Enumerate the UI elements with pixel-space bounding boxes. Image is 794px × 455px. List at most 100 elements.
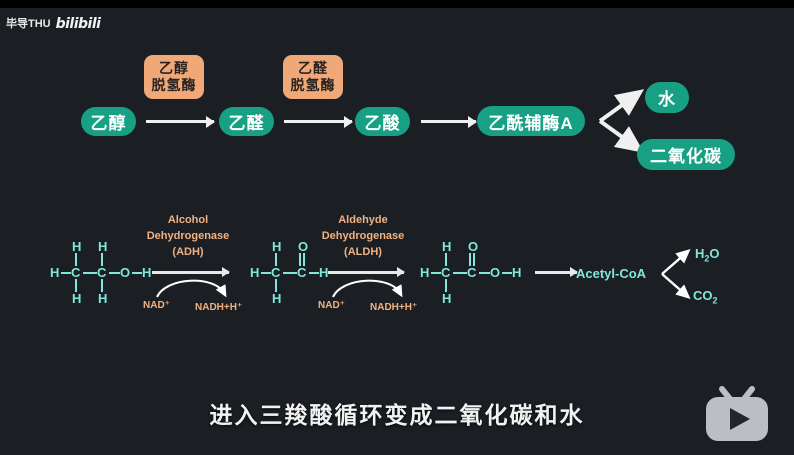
- ethanol-bond-c2-o: [109, 272, 120, 274]
- acetaldehyde-atom-h-bot: H: [272, 291, 282, 306]
- enzyme-adh-label-line1: Alcohol: [167, 214, 209, 226]
- enzyme-aldh-label-line2: Dehydrogenase: [321, 229, 405, 242]
- product-co2-formula: CO: [693, 288, 713, 303]
- acetic-atom-o: O: [490, 265, 501, 280]
- molecule-ethanol: H H H C C O H H H: [50, 239, 156, 306]
- node-carbon-dioxide: 二氧化碳: [637, 139, 735, 170]
- acetic-bond-c1-hbot: [445, 279, 447, 292]
- ethanol-bond-c1-htop: [75, 253, 77, 266]
- acetic-bond-o-h: [502, 272, 512, 274]
- acetaldehyde-bond-c2-o-b: [303, 253, 305, 266]
- acetic-atom-c1: C: [441, 265, 451, 280]
- acetaldehyde-bond-c1-hbot: [275, 279, 277, 292]
- ethanol-atom-h-top-2: H: [98, 239, 108, 254]
- acetaldehyde-atom-c2: C: [297, 265, 307, 280]
- acetic-bond-c2-otop-b: [473, 253, 475, 266]
- product-water: H2O: [695, 246, 720, 264]
- node-acetyl-coa-label: 乙酰辅酶A: [488, 113, 574, 133]
- ethanol-bond-c2-hbot: [101, 279, 103, 292]
- acetic-bond-c1-htop: [445, 253, 447, 266]
- acetic-atom-o-top: O: [468, 239, 479, 254]
- cofactor-curve-aldh: [332, 279, 403, 298]
- node-ethanol-label: 乙醇: [90, 114, 127, 133]
- molecule-acetic-acid: H O H C C O H H: [420, 239, 526, 306]
- acetaldehyde-bond-c1-c2: [283, 272, 297, 274]
- node-acetic-acid: 乙酸: [355, 107, 410, 136]
- enzyme-aldh-box: 乙醛 脱氢酶: [283, 55, 343, 99]
- rxn-arrow-to-acetylcoa: [535, 271, 577, 274]
- acetic-bond-c1-c2: [453, 272, 467, 274]
- arrow-acetic-to-acetylcoa: [421, 120, 476, 123]
- product-carbon-dioxide: CO2: [693, 288, 718, 306]
- acetaldehyde-atom-h-left: H: [250, 265, 260, 280]
- acetic-atom-c2: C: [467, 265, 477, 280]
- acetaldehyde-atom-h-right: H: [319, 265, 329, 280]
- acetic-bond-c2-otop-a: [469, 253, 471, 266]
- ethanol-atom-h-bot-1: H: [72, 291, 82, 306]
- slide-canvas: 毕导THU bilibili 乙醇 乙醇 脱氢酶 乙醛 乙醛 脱氢酶 乙酸 乙酰…: [0, 8, 794, 455]
- product-co2-sub: 2: [712, 295, 718, 306]
- acetaldehyde-atom-o: O: [298, 239, 309, 254]
- node-acetic-acid-label: 乙酸: [364, 114, 401, 133]
- label-acetyl-coa: Acetyl-CoA: [576, 266, 647, 281]
- ethanol-atom-h-bot-2: H: [98, 291, 108, 306]
- letterbox-top: [0, 0, 794, 8]
- node-water-label: 水: [658, 90, 676, 109]
- branch-arrows-bottom: [661, 249, 691, 299]
- cofactor-nad-aldh: NAD⁺: [318, 300, 345, 311]
- watermark: 毕导THU bilibili: [6, 16, 101, 32]
- cofactor-nad-adh: NAD⁺: [143, 300, 170, 311]
- ethanol-atom-h-top-1: H: [72, 239, 82, 254]
- enzyme-aldh-line1: 乙醛: [298, 59, 328, 76]
- product-water-formula: H: [695, 246, 705, 261]
- ethanol-atom-c1: C: [71, 265, 81, 280]
- node-acetaldehyde: 乙醛: [219, 107, 274, 136]
- rxn-arrow-aldh: [328, 271, 404, 274]
- ethanol-atom-h-left: H: [50, 265, 60, 280]
- enzyme-aldh-line2: 脱氢酶: [290, 77, 336, 93]
- enzyme-adh-line2: 脱氢酶: [151, 77, 197, 93]
- cofactor-curve-adh: [156, 279, 227, 298]
- node-ethanol: 乙醇: [81, 107, 136, 136]
- enzyme-adh-label-line2: Dehydrogenase: [146, 229, 230, 242]
- product-water-tail: O: [709, 246, 720, 261]
- acetic-atom-h-top: H: [442, 239, 452, 254]
- arrow-ethanol-to-acetaldehyde: [146, 120, 214, 123]
- node-water: 水: [645, 82, 689, 113]
- acetic-atom-h-bot: H: [442, 291, 452, 306]
- rxn-arrow-adh: [152, 271, 229, 274]
- enzyme-adh-line1: 乙醇: [159, 59, 189, 76]
- acetic-atom-h-left: H: [420, 265, 430, 280]
- acetic-atom-h-right: H: [512, 265, 522, 280]
- product-water-sub: 2: [704, 253, 710, 264]
- acetic-bond-hl-c1: [431, 272, 441, 274]
- branch-arrows-top: [598, 89, 645, 153]
- molecule-acetaldehyde: H O H C C H H: [250, 239, 336, 306]
- ethanol-bond-c1-c2: [83, 272, 97, 274]
- enzyme-aldh-label: Aldehyde Dehydrogenase (ALDH): [308, 213, 418, 261]
- acetaldehyde-bond-hl-c1: [261, 272, 271, 274]
- acetic-bond-c2-o: [479, 272, 490, 274]
- watermark-uploader: 毕导THU: [6, 17, 51, 30]
- arrow-acetaldehyde-to-acetic: [284, 120, 352, 123]
- enzyme-adh-label: Alcohol Dehydrogenase (ADH): [133, 213, 243, 261]
- subtitle-caption: 进入三羧酸循环变成二氧化碳和水: [209, 402, 585, 428]
- acetaldehyde-atom-c1: C: [271, 265, 281, 280]
- ethanol-bond-hl-c1: [61, 272, 71, 274]
- ethanol-atom-c2: C: [97, 265, 107, 280]
- ethanol-atom-o: O: [120, 265, 131, 280]
- ethanol-atom-h-right: H: [142, 265, 152, 280]
- enzyme-adh-box: 乙醇 脱氢酶: [144, 55, 204, 99]
- enzyme-aldh-label-line1: Aldehyde: [338, 214, 388, 226]
- enzyme-aldh-label-line3: (ALDH): [344, 245, 382, 258]
- cofactor-nadh-aldh: NADH+H⁺: [370, 302, 418, 313]
- node-carbon-dioxide-label: 二氧化碳: [650, 147, 722, 166]
- enzyme-adh-label-line3: (ADH): [172, 245, 204, 258]
- node-acetyl-coa: 乙酰辅酶A: [477, 106, 585, 136]
- ethanol-bond-c1-hbot: [75, 279, 77, 292]
- bilibili-logo: bilibili: [55, 16, 101, 32]
- ethanol-bond-c2-htop: [101, 253, 103, 266]
- node-acetaldehyde-label: 乙醛: [228, 114, 265, 133]
- cofactor-nadh-adh: NADH+H⁺: [195, 302, 243, 313]
